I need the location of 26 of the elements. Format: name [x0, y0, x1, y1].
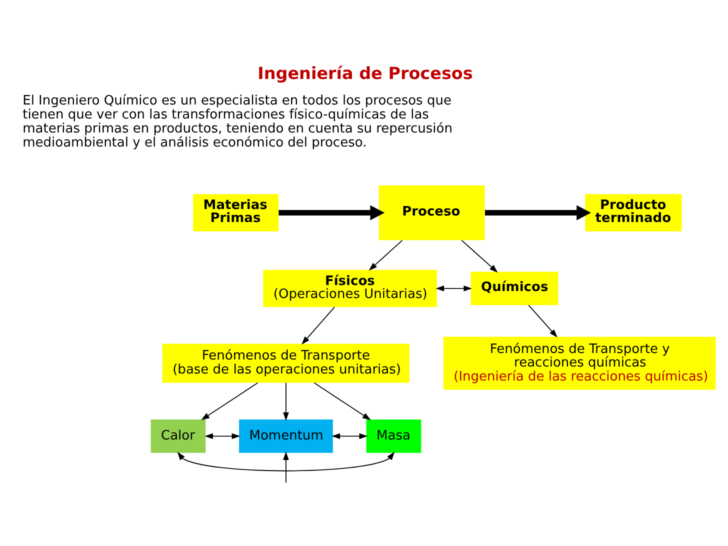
- arrow: [278, 205, 385, 220]
- arrow: [201, 382, 258, 420]
- arrow: [484, 205, 591, 220]
- arrow: [332, 433, 368, 440]
- label: El Ingeniero Químico es un especialista en todos los procesos que tienen que ver con las transformaciones físico-químicas de las materias primas en productos, teniendo en cuenta su repercusión medioambiental y el análisis económico del proceso.: [22, 94, 452, 151]
- diagram-title: Ingeniería de Procesos: [258, 62, 473, 83]
- node-box: Proceso: [378, 185, 485, 240]
- node-box: Producto terminado: [585, 194, 682, 232]
- arrow: [283, 452, 289, 484]
- arrow: [204, 433, 240, 440]
- arrow: [302, 306, 336, 345]
- arrow: [528, 304, 558, 338]
- arrow: [314, 382, 371, 420]
- arrow: [283, 382, 289, 421]
- node-box: Materias Primas: [193, 194, 279, 232]
- arrow: [368, 240, 403, 271]
- node-box: Masa: [366, 419, 422, 453]
- arrow: [177, 452, 395, 472]
- node-box: Fenómenos de Transporte y reacciones químicas (Ingeniería de las reacciones químicas): [443, 336, 716, 390]
- node-box: Fenómenos de Transporte (base de las operaciones unitarias): [162, 344, 410, 383]
- arrow: [436, 286, 472, 292]
- node-box: Calor: [150, 419, 206, 453]
- node-box: Momentum: [239, 419, 333, 453]
- node-box: Químicos: [470, 272, 558, 306]
- arrow: [461, 240, 498, 273]
- node-box: Físicos (Operaciones Unitarias): [263, 270, 437, 308]
